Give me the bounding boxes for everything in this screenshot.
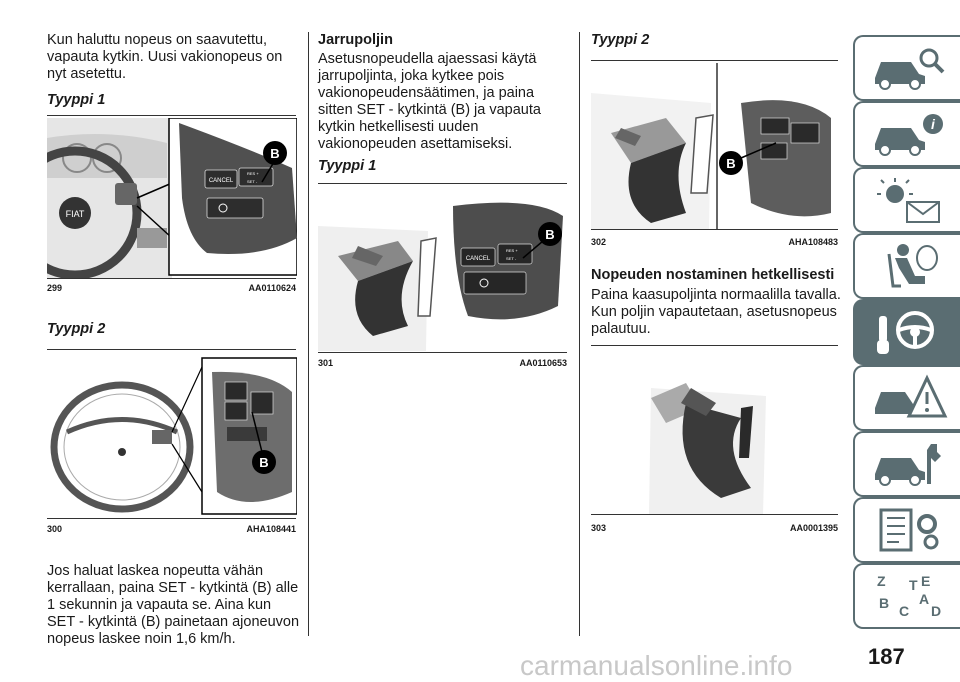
callout-b: B [270, 146, 279, 161]
heading-temporary-speed-increase: Nopeuden nostaminen hetkellisesti [591, 267, 835, 283]
figure-number: 301 [318, 358, 334, 368]
caption-302: 302 AHA108483 [591, 237, 838, 247]
svg-text:B: B [879, 595, 889, 611]
car-info-icon: i [874, 114, 943, 156]
fiat-logo: FIAT [66, 209, 85, 219]
figure-number: 303 [591, 523, 607, 533]
seat-airbag-icon [887, 244, 938, 288]
svg-text:D: D [931, 603, 941, 619]
figure-number: 300 [47, 524, 63, 534]
figure-number: 299 [47, 283, 63, 293]
tab-emergency[interactable] [853, 365, 960, 431]
divider [47, 349, 296, 350]
breakdown-warning-icon [874, 374, 947, 418]
heading-brake-pedal: Jarrupoljin [318, 32, 393, 48]
divider [591, 345, 838, 346]
cancel-label: CANCEL [466, 256, 491, 262]
tab-getting-to-know-car[interactable] [853, 35, 960, 101]
divider [591, 60, 838, 61]
svg-text:T: T [909, 577, 918, 593]
car-search-icon [874, 48, 944, 90]
divider [591, 229, 838, 230]
cancel-label: CANCEL [209, 178, 234, 184]
set-label: SET - [247, 179, 258, 184]
divider [47, 278, 296, 279]
figure-code: AA0110624 [248, 283, 296, 293]
heading-type-2: Tyyppi 2 [591, 32, 650, 48]
set-label: SET - [506, 256, 517, 261]
callout-b: B [545, 227, 554, 242]
figure-299: FIAT CANCEL RES + SET - B [47, 118, 297, 278]
caption-300: 300 AHA108441 [47, 524, 296, 534]
tab-dashboard-lights[interactable] [853, 167, 960, 233]
heading-type-2: Tyyppi 2 [47, 321, 106, 337]
tab-technical-data[interactable] [853, 497, 960, 563]
figure-code: AA0001395 [789, 523, 838, 533]
callout-b: B [726, 156, 735, 171]
intro-paragraph: Kun haluttu nopeus on saavutettu, vapaut… [47, 32, 283, 82]
svg-text:Z: Z [877, 573, 886, 589]
svg-text:C: C [899, 603, 909, 619]
heading-type-1: Tyyppi 1 [318, 158, 377, 174]
heading-type-1: Tyyppi 1 [47, 92, 106, 108]
tab-servicing[interactable] [853, 431, 960, 497]
res-label: RES + [247, 171, 259, 176]
body-paragraph: Jos haluat laskea nopeutta vähän kerrall… [47, 563, 300, 647]
caption-303: 303 AA0001395 [591, 523, 838, 533]
res-label: RES + [506, 248, 518, 253]
brake-paragraph: Asetusnopeudella ajaessasi käytä jarrupo… [318, 51, 541, 152]
figure-303 [591, 348, 839, 514]
caption-299: 299 AA0110624 [47, 283, 296, 293]
caption-301: 301 AA0110653 [318, 358, 567, 368]
divider [318, 352, 567, 353]
tab-safety[interactable] [853, 233, 960, 299]
page-number: 187 [868, 644, 905, 669]
column-divider [308, 32, 309, 636]
tab-starting-driving[interactable] [853, 299, 960, 365]
svg-text:A: A [919, 591, 929, 607]
dashboard-lights-icon [876, 178, 940, 223]
divider [591, 514, 838, 515]
figure-302: B [591, 63, 839, 229]
figure-code: AA0110653 [519, 358, 567, 368]
callout-b: B [259, 455, 268, 470]
steering-key-icon [876, 311, 934, 354]
watermark: carmanualsonline.info [520, 650, 793, 681]
column-divider [579, 32, 580, 636]
figure-code: AHA108483 [788, 237, 838, 247]
divider [318, 183, 567, 184]
divider [47, 518, 296, 519]
figure-301: CANCEL RES + SET - B [318, 186, 568, 351]
tab-vehicle-info[interactable]: i [853, 101, 960, 167]
specifications-icon [879, 508, 938, 552]
divider [47, 115, 296, 116]
figure-code: AHA108441 [246, 524, 296, 534]
car-service-icon [874, 444, 941, 486]
figure-300: B [47, 352, 297, 517]
svg-text:E: E [921, 573, 930, 589]
figure-number: 302 [591, 237, 607, 247]
accelerate-paragraph: Paina kaasupoljinta normaalilla tavalla.… [591, 287, 841, 337]
svg-text:i: i [931, 116, 936, 132]
